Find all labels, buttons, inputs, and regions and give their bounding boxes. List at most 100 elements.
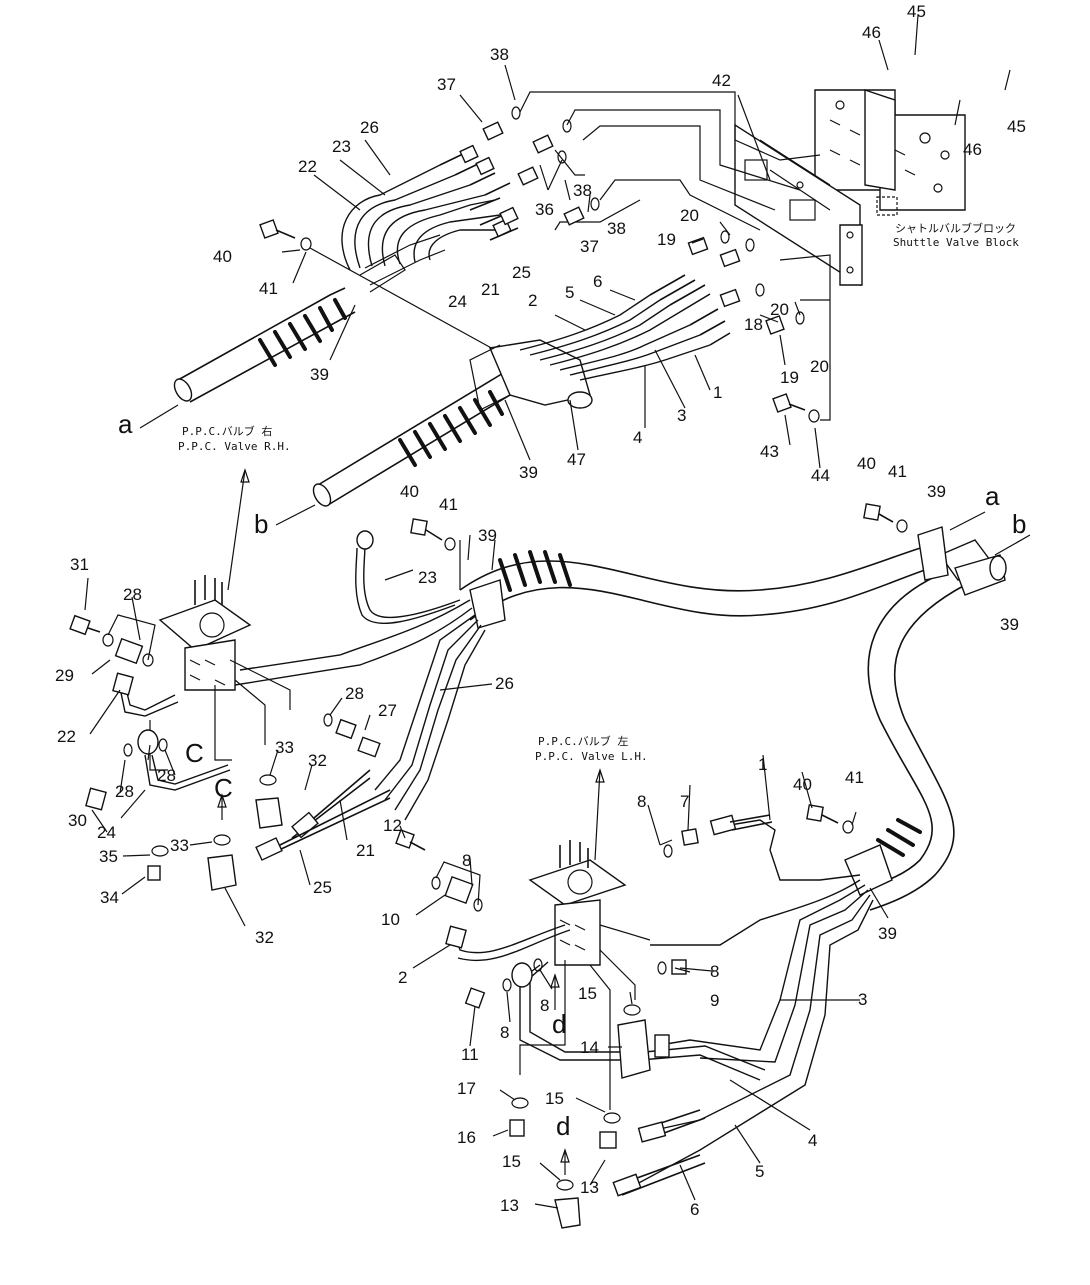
part-number: 39 xyxy=(878,924,897,943)
part-number: 28 xyxy=(115,782,134,801)
part-number: 40 xyxy=(793,775,812,794)
part-number: 15 xyxy=(578,984,597,1003)
part-number: 13 xyxy=(500,1196,519,1215)
part-number: 46 xyxy=(862,23,881,42)
part-number: 4 xyxy=(808,1131,817,1150)
part-number: 1 xyxy=(713,383,722,402)
part-number: 7 xyxy=(680,792,689,811)
part-number: 32 xyxy=(255,928,274,947)
connection-label-a-right: a xyxy=(985,481,1000,511)
part-number: 33 xyxy=(170,836,189,855)
part-number: 29 xyxy=(55,666,74,685)
ppc-valve-lh-jp-note: P.P.C.バルブ 左 xyxy=(538,734,628,748)
part-number: 35 xyxy=(99,847,118,866)
part-number: 45 xyxy=(907,2,926,21)
shuttle-valve-block xyxy=(814,89,966,216)
part-number: 18 xyxy=(744,315,763,334)
part-number: 8 xyxy=(637,792,646,811)
part-number: 41 xyxy=(439,495,458,514)
part-number: 17 xyxy=(457,1079,476,1098)
part-number: 28 xyxy=(157,766,176,785)
part-number: 24 xyxy=(448,292,467,311)
part-number: 37 xyxy=(580,237,599,256)
connection-label-b-right: b xyxy=(1012,509,1026,539)
connection-label-b: b xyxy=(254,509,268,539)
part-number: 19 xyxy=(657,230,676,249)
part-number: 3 xyxy=(858,990,867,1009)
part-number: 39 xyxy=(1000,615,1019,634)
part-number: 21 xyxy=(481,280,500,299)
part-number: 38 xyxy=(490,45,509,64)
part-number: 37 xyxy=(437,75,456,94)
hose-bundle-b xyxy=(312,274,731,507)
part-number: 8 xyxy=(710,962,719,981)
part-number: 40 xyxy=(213,247,232,266)
part-number: 25 xyxy=(512,263,531,282)
part-number: 12 xyxy=(383,816,402,835)
part-number: 15 xyxy=(545,1089,564,1108)
part-number: 1 xyxy=(758,755,767,774)
part-number: 21 xyxy=(356,841,375,860)
part-number: 41 xyxy=(888,462,907,481)
part-number: 23 xyxy=(332,137,351,156)
part-number: 30 xyxy=(68,811,87,830)
part-number: 34 xyxy=(100,888,119,907)
part-number: 39 xyxy=(478,526,497,545)
part-number: 20 xyxy=(770,300,789,319)
part-number: 41 xyxy=(259,279,278,298)
ppc-valve-lh xyxy=(519,768,651,1110)
part-number: 38 xyxy=(607,219,626,238)
part-number: 22 xyxy=(298,157,317,176)
part-number: 6 xyxy=(690,1200,699,1219)
part-number: 24 xyxy=(97,823,116,842)
part-number: 4 xyxy=(633,428,642,447)
part-number: 40 xyxy=(857,454,876,473)
section-label-c-mid: C xyxy=(214,773,233,803)
part-number: 28 xyxy=(345,684,364,703)
part-number: 23 xyxy=(418,568,437,587)
part-number: 9 xyxy=(710,991,719,1010)
part-number: 40 xyxy=(400,482,419,501)
part-number: 22 xyxy=(57,727,76,746)
part-number: 20 xyxy=(810,357,829,376)
part-number: 2 xyxy=(398,968,407,987)
part-number: 36 xyxy=(535,200,554,219)
part-number: 3 xyxy=(677,406,686,425)
part-number: 13 xyxy=(580,1178,599,1197)
part-number: 39 xyxy=(927,482,946,501)
part-number: 2 xyxy=(528,291,537,310)
section-label-d-bottom: d xyxy=(556,1111,570,1141)
part-number: 11 xyxy=(461,1045,479,1064)
part-number: 27 xyxy=(378,701,397,720)
part-number: 46 xyxy=(963,140,982,159)
part-number: 8 xyxy=(462,851,471,870)
ppc-valve-rh-en-note: P.P.C. Valve R.H. xyxy=(178,440,291,453)
part-number: 39 xyxy=(310,365,329,384)
shuttle-block-jp-note: シャトルバルブブロック xyxy=(895,221,1016,235)
section-label-d-mid: d xyxy=(552,1009,566,1039)
part-number: 33 xyxy=(275,738,294,757)
part-number: 10 xyxy=(381,910,400,929)
ppc-valve-rh xyxy=(149,468,291,771)
part-number: 28 xyxy=(123,585,142,604)
part-number: 20 xyxy=(680,206,699,225)
connection-label-a: a xyxy=(118,409,133,439)
section-label-c-left: C xyxy=(185,738,204,768)
part-number: 15 xyxy=(502,1152,521,1171)
part-number: 45 xyxy=(1007,117,1026,136)
part-number: 5 xyxy=(755,1162,764,1181)
main-hose-loop xyxy=(459,526,1007,911)
part-number: 42 xyxy=(712,71,731,90)
part-number: 19 xyxy=(780,368,799,387)
part-number: 32 xyxy=(308,751,327,770)
ppc-valve-rh-jp-note: P.P.C.バルブ 右 xyxy=(182,424,272,438)
part-number: 5 xyxy=(565,283,574,302)
ppc-valve-lh-en-note: P.P.C. Valve L.H. xyxy=(535,750,648,763)
part-number: 44 xyxy=(811,466,830,485)
hose-bundle-a xyxy=(173,144,519,403)
part-number: 16 xyxy=(457,1128,476,1147)
shuttle-block-en-note: Shuttle Valve Block xyxy=(893,236,1019,249)
